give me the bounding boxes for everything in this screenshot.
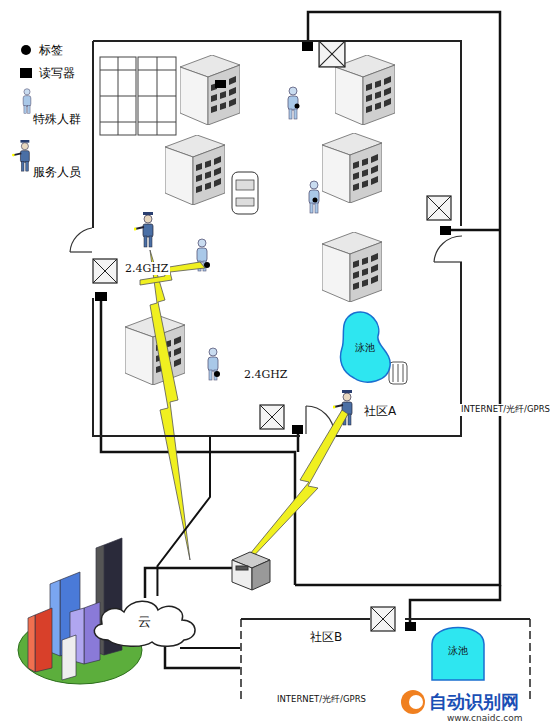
cloud: 云 xyxy=(88,596,200,648)
watermark: 自动识别网 xyxy=(428,690,520,714)
legend-icon xyxy=(20,68,32,78)
pool: 泳池 xyxy=(430,620,486,682)
network-link xyxy=(157,437,210,596)
legend-label: 服务人员 xyxy=(32,164,82,181)
network-link xyxy=(180,647,240,649)
node-label: 社区B xyxy=(308,629,344,646)
node-label: 社区A xyxy=(362,403,398,420)
pool: 泳池 xyxy=(336,310,394,386)
community-b-outline xyxy=(240,618,540,700)
node-label: 云 xyxy=(138,613,151,631)
legend-icon xyxy=(20,44,32,56)
node-label: 泳池 xyxy=(355,341,375,355)
network-label: INTERNET/光纤/GPRS xyxy=(460,404,551,416)
legend-label: 特殊人群 xyxy=(32,111,82,128)
legend-label: 标签 xyxy=(38,42,64,59)
legend-label: 读写器 xyxy=(38,65,76,82)
node-label: 泳池 xyxy=(448,644,468,658)
frequency-label: 2.4GHZ xyxy=(243,368,289,381)
watermark-url: www.cnaidc.com xyxy=(446,713,524,723)
frequency-label: 2.4GHZ xyxy=(124,262,170,275)
network-label: INTERNET/光纤/GPRS xyxy=(276,694,367,706)
community-b: 社区B 泳池 xyxy=(240,618,540,700)
